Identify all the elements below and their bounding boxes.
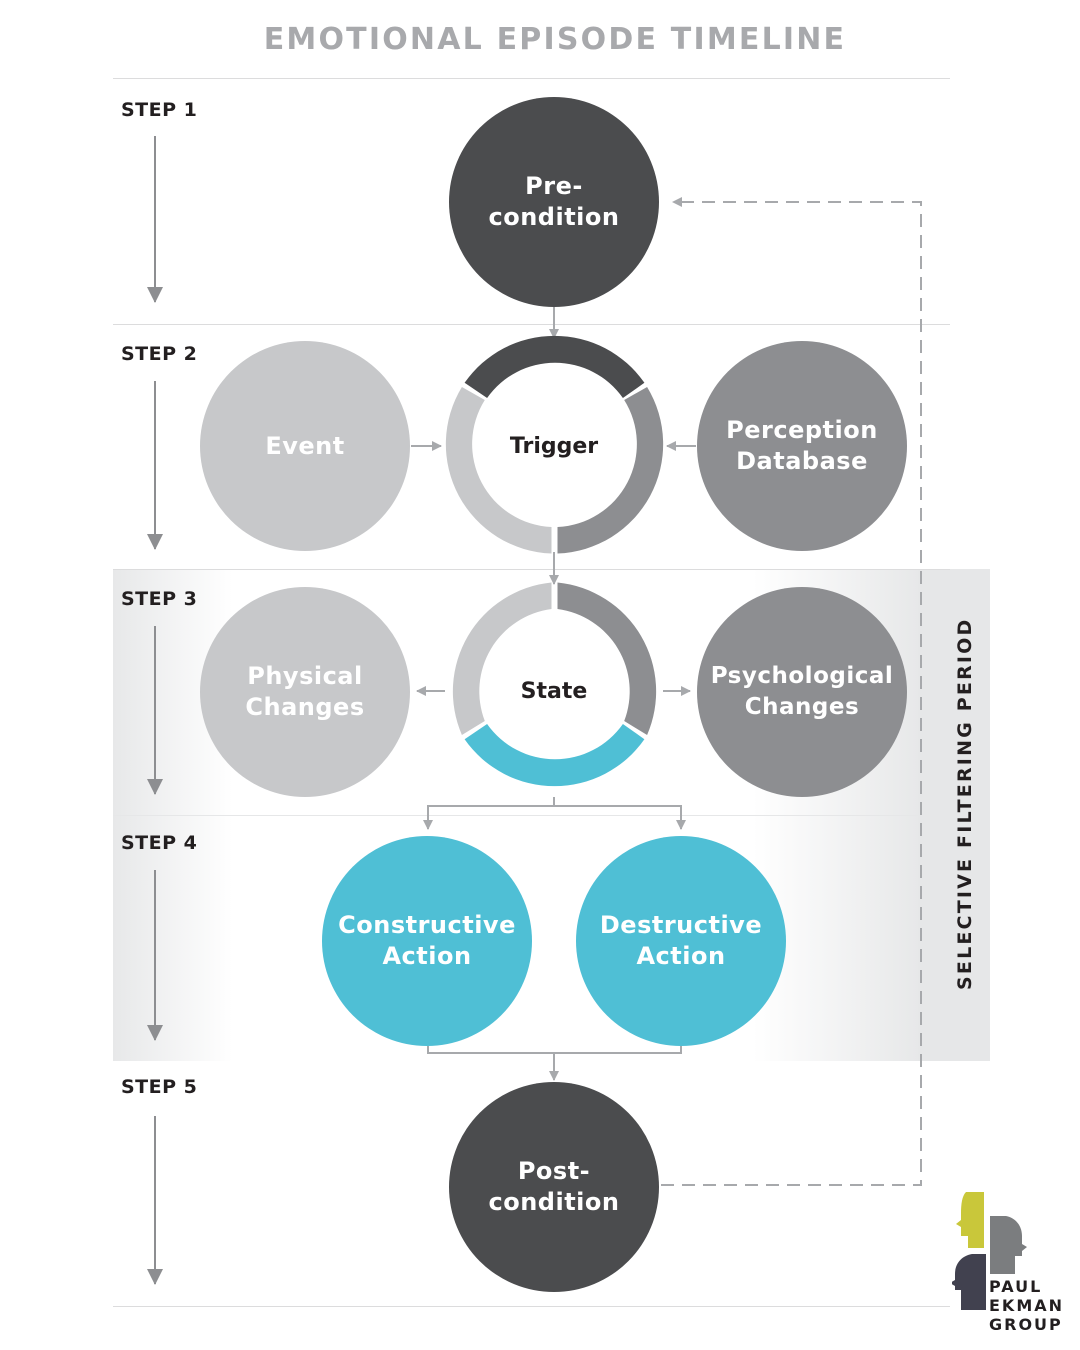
perception-database-node: Perception Database	[697, 341, 907, 551]
trigger-ring-top-segment	[464, 335, 645, 398]
destructive-action-node: Destructive Action	[576, 836, 786, 1046]
state-ring-left-segment	[452, 582, 552, 735]
actions-to-postcondition-connector	[427, 1046, 682, 1054]
step-4-label: STEP 4	[121, 832, 198, 854]
event-label: Event	[265, 431, 345, 460]
trigger-node: Trigger	[477, 369, 631, 523]
divider	[113, 1306, 950, 1307]
divider	[113, 569, 950, 570]
psychological-changes-label: Psychological Changes	[710, 663, 894, 720]
postcondition-node: Post- condition	[449, 1082, 659, 1292]
postcondition-label: Post- condition	[488, 1157, 620, 1216]
diagram-title: EMOTIONAL EPISODE TIMELINE	[263, 22, 847, 57]
divider	[113, 815, 918, 816]
divider	[113, 78, 950, 79]
psychological-changes-node: Psychological Changes	[697, 587, 907, 797]
step-1-label: STEP 1	[121, 99, 198, 121]
paul-ekman-group-logo	[952, 1192, 1027, 1310]
state-to-actions-connector	[423, 797, 555, 830]
state-ring-right-segment	[557, 582, 657, 735]
precondition-label: Pre- condition	[488, 172, 620, 231]
constructive-action-node: Constructive Action	[322, 836, 532, 1046]
state-label: State	[520, 678, 588, 704]
physical-changes-label: Physical Changes	[245, 662, 365, 721]
logo-text-ekman: EKMAN	[989, 1296, 1065, 1315]
feedback-loop-dashed	[661, 197, 922, 1186]
logo-text-group: GROUP	[989, 1315, 1063, 1334]
destructive-action-label: Destructive Action	[599, 911, 763, 970]
constructive-action-label: Constructive Action	[338, 911, 516, 970]
gray-head-icon	[990, 1216, 1027, 1274]
divider	[113, 324, 950, 325]
step-5-label: STEP 5	[121, 1076, 198, 1098]
selective-filtering-strip	[918, 569, 990, 1061]
event-node: Event	[200, 341, 410, 551]
perception-database-label: Perception Database	[726, 416, 878, 475]
trigger-ring	[445, 335, 664, 554]
state-ring-bottom-segment	[464, 724, 645, 787]
selective-filtering-period-label: SELECTIVE FILTERING PERIOD	[954, 617, 976, 990]
navy-head-icon	[952, 1254, 986, 1310]
precondition-node: Pre- condition	[449, 97, 659, 307]
step-2-label: STEP 2	[121, 343, 198, 365]
trigger-label: Trigger	[509, 433, 599, 459]
trigger-ring-left-segment	[445, 387, 552, 554]
step-3-label: STEP 3	[121, 588, 198, 610]
state-ring	[452, 582, 657, 787]
state-to-destructive-connector	[554, 805, 686, 830]
logo-text-paul: PAUL	[989, 1277, 1043, 1296]
yellow-head-icon	[956, 1192, 984, 1248]
state-node: State	[477, 614, 631, 768]
trigger-ring-right-segment	[557, 387, 664, 554]
physical-changes-node: Physical Changes	[200, 587, 410, 797]
